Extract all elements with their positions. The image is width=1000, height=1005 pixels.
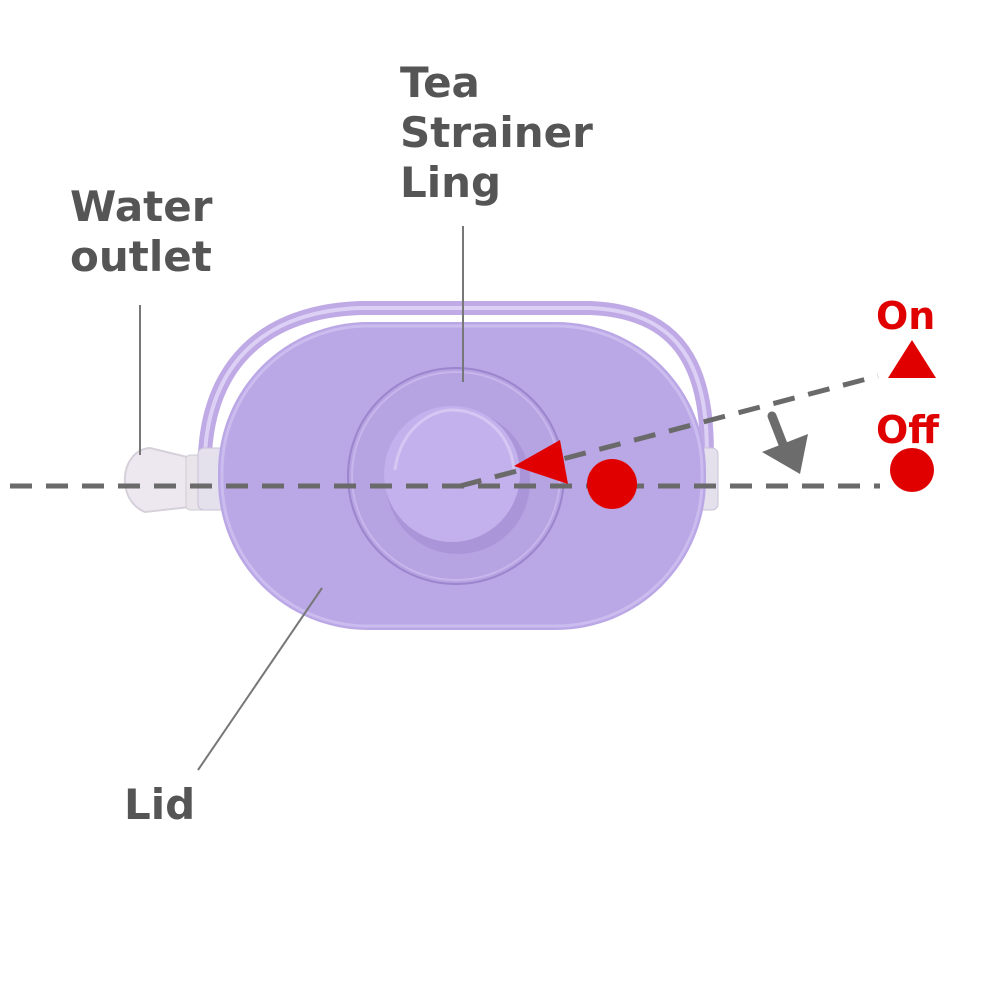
tea-strainer-label-line-2: Strainer <box>400 108 593 157</box>
lid-leader <box>197 587 323 771</box>
water-outlet-label-line-2: outlet <box>70 232 212 281</box>
water-outlet-label: Water outlet <box>70 182 212 282</box>
tea-strainer-label-line-3: Ling <box>400 158 502 207</box>
off-circle-icon <box>890 448 934 492</box>
strainer-knob[interactable] <box>384 406 520 542</box>
tea-strainer-label-line-1: Tea <box>400 58 480 107</box>
on-label: On <box>876 294 936 338</box>
water-outlet-label-line-1: Water <box>70 182 213 231</box>
arrow-down-icon <box>762 411 808 474</box>
lid-label: Lid <box>124 780 196 829</box>
off-label: Off <box>876 408 940 452</box>
circle-icon <box>587 459 637 509</box>
triangle-icon <box>514 440 568 484</box>
tea-strainer-label: Tea Strainer Ling <box>400 58 593 208</box>
on-triangle-icon <box>888 340 936 378</box>
